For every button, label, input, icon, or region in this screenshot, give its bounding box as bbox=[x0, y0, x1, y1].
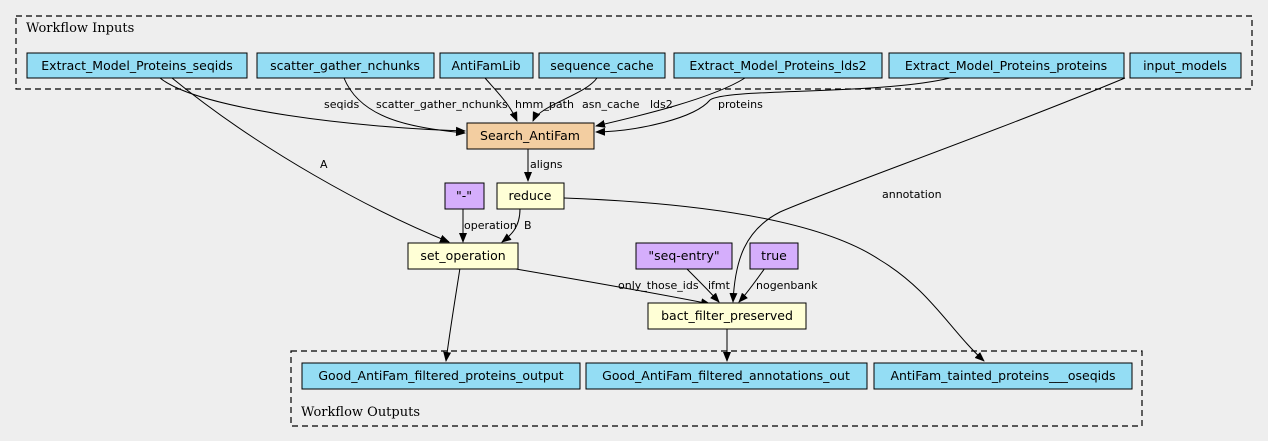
node-literal-seq-entry[interactable]: "seq-entry" bbox=[635, 242, 733, 270]
edge-label-aligns: aligns bbox=[530, 158, 563, 171]
edge-label-only-those-ids: only_those_ids bbox=[618, 279, 699, 292]
edge-search-to-reduce: aligns bbox=[524, 149, 563, 182]
node-label: Good_AntiFam_filtered_annotations_out bbox=[602, 368, 850, 383]
node-literal-true[interactable]: true bbox=[749, 242, 799, 270]
node-label: true bbox=[761, 248, 787, 263]
edge-label-proteins: proteins bbox=[718, 98, 763, 111]
node-label: Good_AntiFam_filtered_proteins_output bbox=[318, 368, 563, 383]
edge-label-b: B bbox=[524, 219, 532, 232]
workflow-inputs-cluster: Workflow Inputs bbox=[15, 15, 1253, 90]
edge-label-seqids: seqids bbox=[324, 98, 360, 111]
node-label: "-" bbox=[456, 188, 472, 203]
edge-label-a: A bbox=[320, 158, 328, 171]
node-label: Search_AntiFam bbox=[480, 128, 580, 143]
edge-nchunks-to-search: scatter_gather_nchunks bbox=[343, 77, 508, 137]
edge-label-nogenbank: nogenbank bbox=[756, 279, 818, 292]
edge-seqids-to-search: seqids bbox=[159, 77, 466, 135]
edge-antifamlib-to-search: hmm_path bbox=[484, 77, 574, 122]
edge-label-asn-cache: asn_cache bbox=[582, 98, 640, 111]
edge-label-operation: operation bbox=[464, 219, 517, 232]
edge-setop-to-out-proteins bbox=[443, 267, 461, 362]
node-out-antifam-tainted-proteins[interactable]: AntiFam_tainted_proteins___oseqids bbox=[873, 362, 1133, 390]
node-literal-dash[interactable]: "-" bbox=[444, 182, 485, 210]
node-set-operation[interactable]: set_operation bbox=[407, 242, 519, 270]
workflow-outputs-cluster: Workflow Outputs bbox=[290, 350, 1143, 427]
edge-seqids-to-setop: A bbox=[171, 77, 450, 243]
node-label: sequence_cache bbox=[550, 58, 654, 73]
node-label: input_models bbox=[1143, 58, 1227, 73]
edge-dash-to-setop: operation bbox=[459, 209, 517, 243]
node-label: "seq-entry" bbox=[648, 248, 719, 263]
node-label: AntiFamLib bbox=[451, 58, 520, 73]
node-out-good-antifam-filtered-annotations[interactable]: Good_AntiFam_filtered_annotations_out bbox=[585, 362, 868, 390]
edge-label-ifmt: ifmt bbox=[708, 279, 731, 292]
edge-models-to-bact: annotation bbox=[729, 77, 1126, 303]
node-reduce[interactable]: reduce bbox=[496, 182, 565, 210]
node-label: Extract_Model_Proteins_proteins bbox=[905, 58, 1107, 73]
node-label: reduce bbox=[509, 188, 552, 203]
workflow-outputs-label: Workflow Outputs bbox=[301, 405, 420, 420]
edge-setop-to-bact: only_those_ids bbox=[509, 267, 711, 307]
edge-lds2-to-search: lds2 bbox=[595, 77, 746, 128]
edge-true-to-bact: nogenbank bbox=[738, 267, 818, 303]
edge-label-lds2: lds2 bbox=[650, 98, 673, 111]
node-antifamlib[interactable]: AntiFamLib bbox=[439, 52, 534, 79]
node-bact-filter-preserved[interactable]: bact_filter_preserved bbox=[647, 302, 807, 330]
node-input-models[interactable]: input_models bbox=[1129, 52, 1242, 79]
node-label: Extract_Model_Proteins_lds2 bbox=[689, 58, 866, 73]
node-label: scatter_gather_nchunks bbox=[270, 58, 420, 73]
node-extract-model-proteins-seqids[interactable]: Extract_Model_Proteins_seqids bbox=[26, 52, 248, 79]
node-extract-model-proteins-proteins[interactable]: Extract_Model_Proteins_proteins bbox=[888, 52, 1125, 79]
node-label: bact_filter_preserved bbox=[661, 308, 793, 323]
edge-reduce-to-tainted bbox=[563, 197, 985, 362]
edge-label-nchunks: scatter_gather_nchunks bbox=[376, 98, 508, 111]
workflow-inputs-label: Workflow Inputs bbox=[26, 21, 134, 36]
edge-label-annotation: annotation bbox=[882, 188, 942, 201]
node-label: set_operation bbox=[420, 248, 505, 263]
node-scatter-gather-nchunks[interactable]: scatter_gather_nchunks bbox=[256, 52, 435, 79]
node-out-good-antifam-filtered-proteins[interactable]: Good_AntiFam_filtered_proteins_output bbox=[301, 362, 581, 390]
edge-seqcache-to-search: asn_cache bbox=[532, 77, 640, 122]
edge-reduce-to-setop: B bbox=[501, 208, 532, 243]
node-search-antifam[interactable]: Search_AntiFam bbox=[466, 122, 595, 150]
node-label: AntiFam_tainted_proteins___oseqids bbox=[890, 368, 1115, 383]
edge-label-hmm-path: hmm_path bbox=[515, 98, 574, 111]
node-label: Extract_Model_Proteins_seqids bbox=[41, 58, 232, 73]
node-sequence-cache[interactable]: sequence_cache bbox=[538, 52, 666, 79]
edge-seqentry-to-bact: ifmt bbox=[685, 267, 731, 303]
edge-proteins-to-search: proteins bbox=[595, 77, 951, 136]
node-extract-model-proteins-lds2[interactable]: Extract_Model_Proteins_lds2 bbox=[673, 52, 883, 79]
